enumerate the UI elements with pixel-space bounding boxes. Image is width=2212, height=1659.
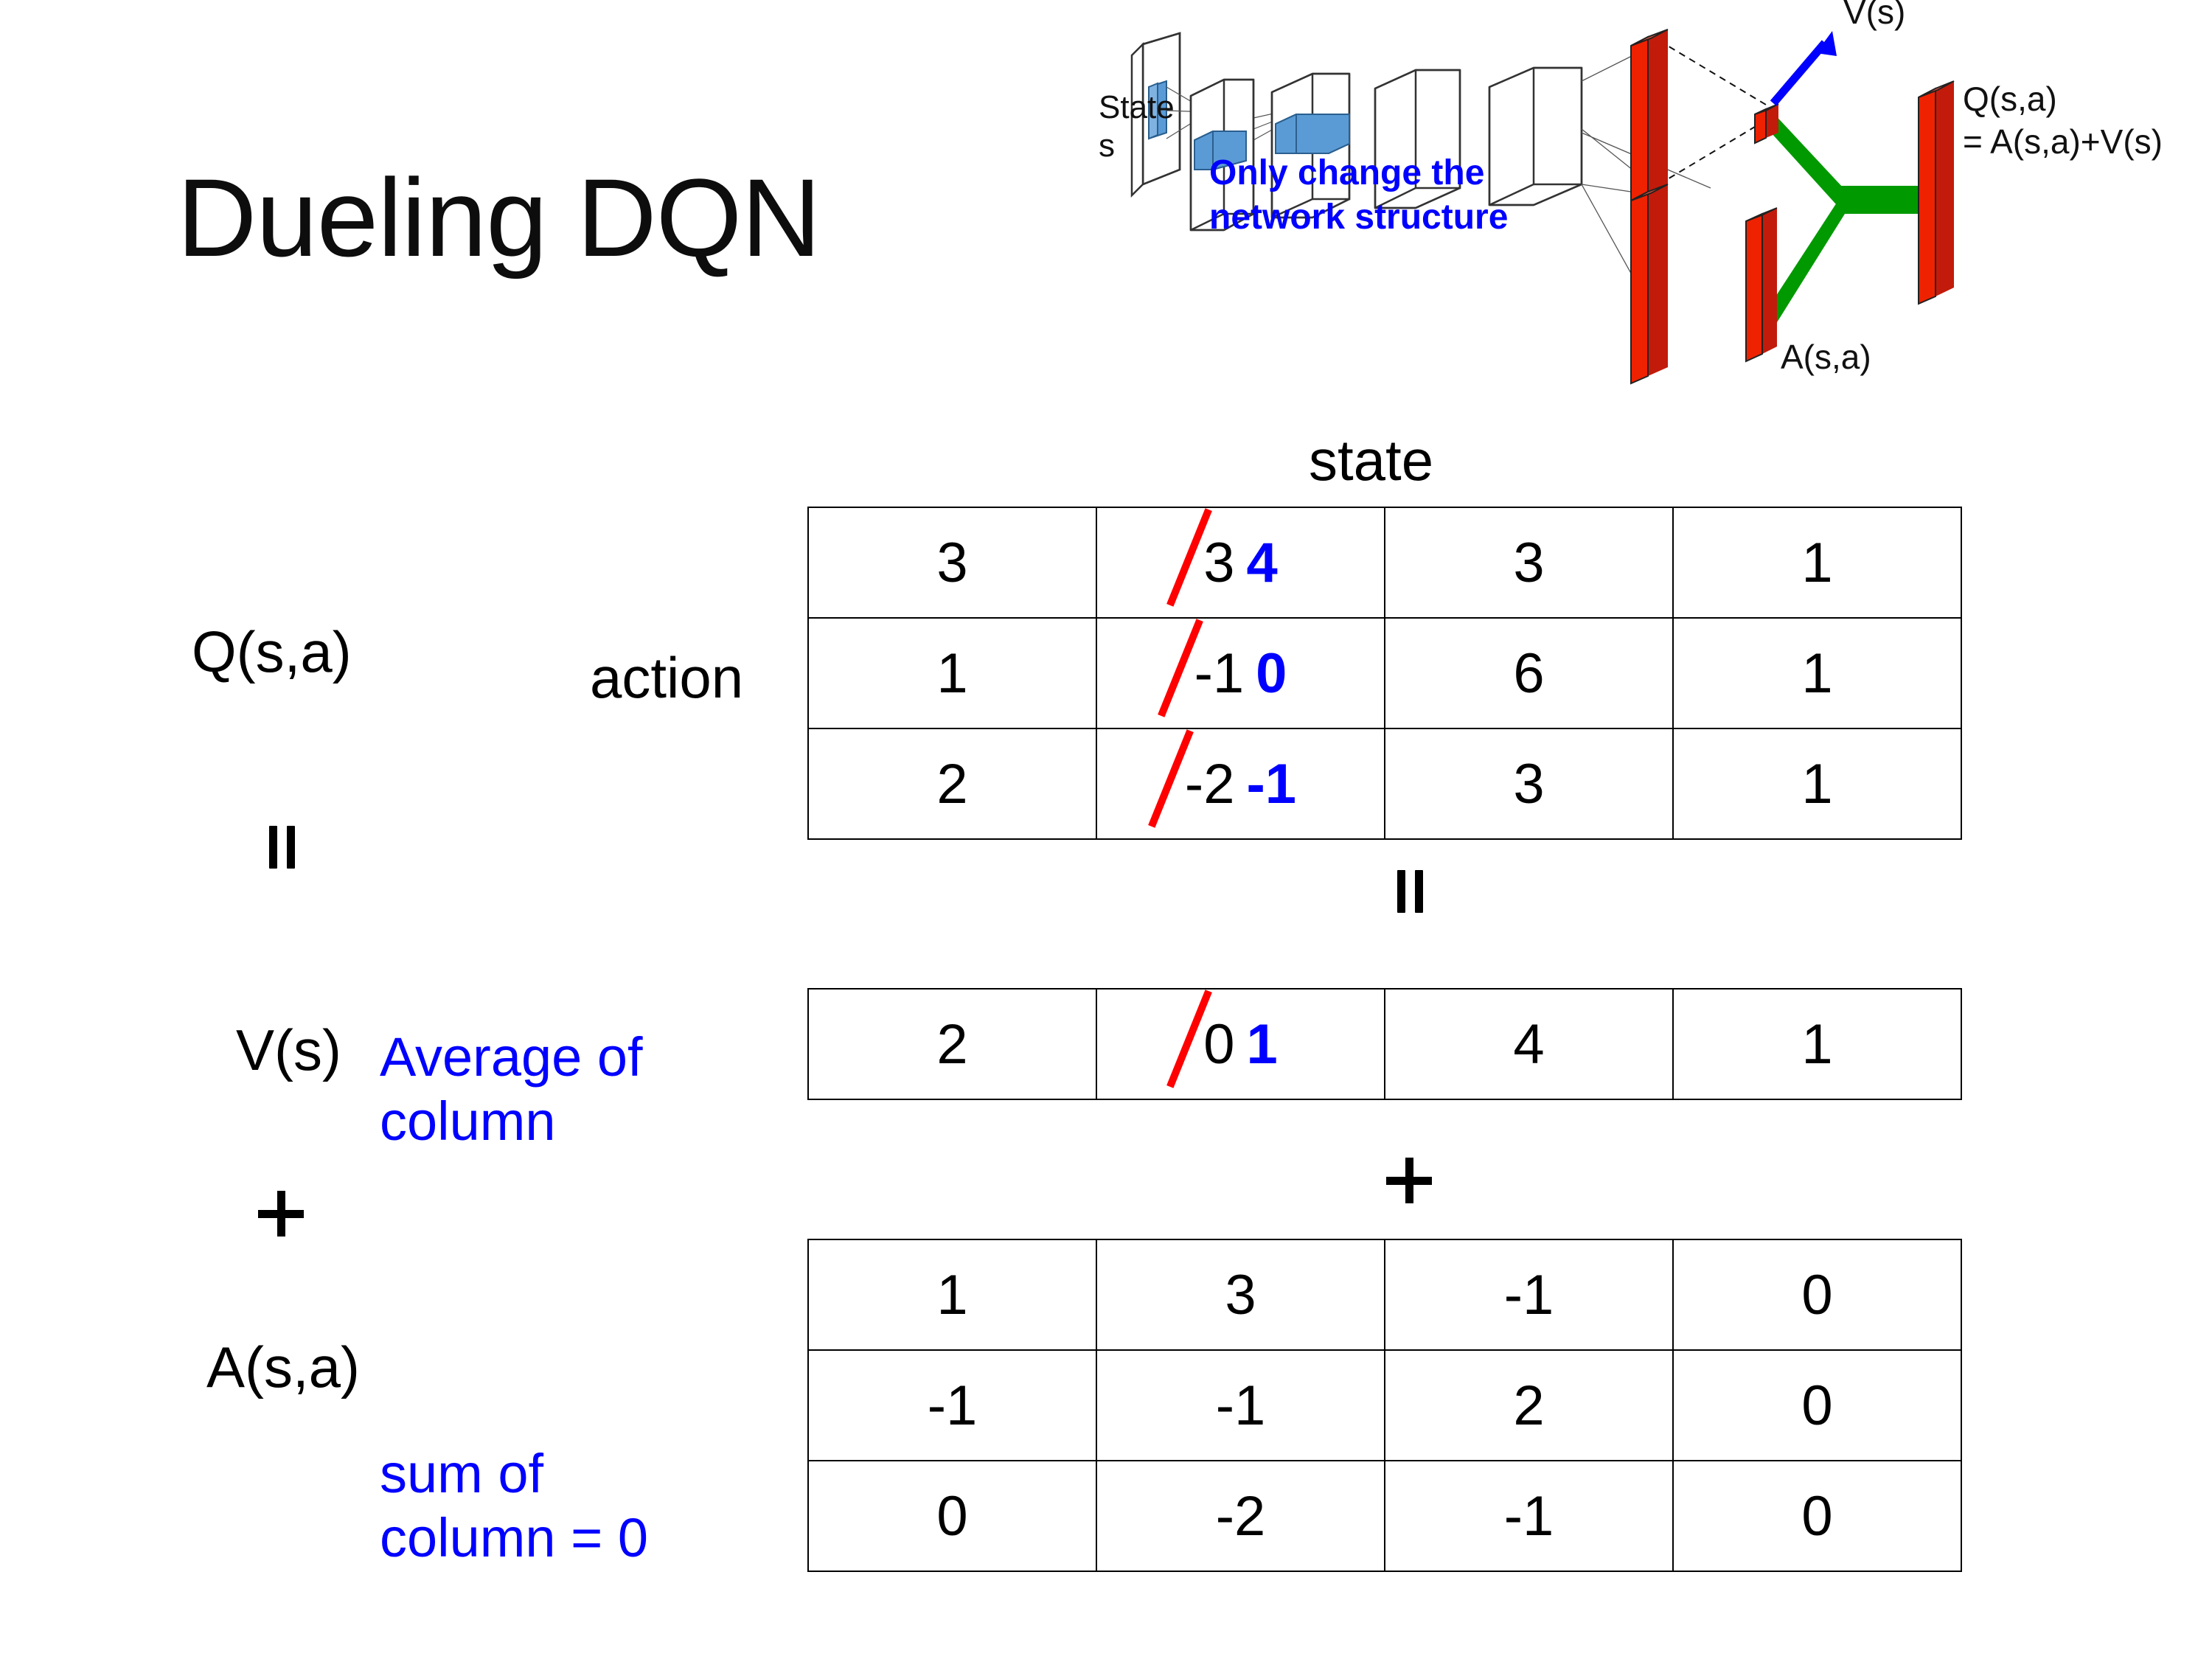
v-cell-c1: 0 1 <box>1096 988 1385 1100</box>
action-axis-label: action <box>590 645 744 710</box>
state-axis-label: state <box>1309 428 1434 493</box>
cell-value: 3 <box>1513 531 1545 594</box>
table-row: 2 0 1 4 1 <box>807 988 1962 1100</box>
a-cell-r0c3: 0 <box>1672 1239 1962 1351</box>
cell-value: -2 <box>1215 1484 1266 1548</box>
a-cell-r1c3: 0 <box>1672 1349 1962 1461</box>
a-cell-r2c0: 0 <box>807 1460 1097 1572</box>
equals-sign-center <box>1390 870 1431 913</box>
cell-value: 1 <box>1801 641 1833 705</box>
new-value: 1 <box>1246 1012 1278 1076</box>
cell-value: 3 <box>1225 1263 1256 1326</box>
cell-value: 1 <box>936 1263 968 1326</box>
a-cell-r1c2: 2 <box>1384 1349 1674 1461</box>
v-cell-c0: 2 <box>807 988 1097 1100</box>
q-cell-r2c1: -2 -1 <box>1096 728 1385 840</box>
table-row: 3 3 4 3 1 <box>807 507 1962 619</box>
diagram-note-line2: network structure <box>1209 198 1508 237</box>
equals-sign-left <box>262 826 303 869</box>
cell-value: 6 <box>1513 641 1545 705</box>
cell-value: 0 <box>1801 1263 1833 1326</box>
a-cell-r2c3: 0 <box>1672 1460 1962 1572</box>
a-function-label: A(s,a) <box>206 1335 361 1399</box>
q-cell-r0c0: 3 <box>807 507 1097 619</box>
cell-value: 2 <box>936 1012 968 1076</box>
a-cell-r2c2: -1 <box>1384 1460 1674 1572</box>
diagram-value-label: V(s) <box>1843 0 1905 31</box>
old-value: 0 <box>1203 1012 1235 1076</box>
corrected-cell: -1 0 <box>1194 641 1287 706</box>
v-cell-c3: 1 <box>1672 988 1962 1100</box>
cell-value: 2 <box>1513 1374 1545 1437</box>
cell-value: 0 <box>1801 1374 1833 1437</box>
cell-value: 1 <box>1801 752 1833 815</box>
cell-value: -1 <box>1503 1484 1554 1548</box>
table-row: 1 -1 0 6 1 <box>807 617 1962 729</box>
dueling-network-diagram: V(s) A(s,a) Q(s,a) = A(s,a)+V(s) State s… <box>1099 0 2212 413</box>
q-cell-r0c2: 3 <box>1384 507 1674 619</box>
sum-of-column-note: sum of column = 0 <box>380 1441 648 1571</box>
average-note-line1: Average of <box>380 1026 643 1088</box>
cell-value: 1 <box>936 641 968 705</box>
a-cell-r2c1: -2 <box>1096 1460 1385 1572</box>
average-of-column-note: Average of column <box>380 1025 643 1154</box>
new-value: -1 <box>1246 752 1297 815</box>
q-function-label: Q(s,a) <box>192 619 352 684</box>
table-row: -1 -1 2 0 <box>807 1349 1962 1461</box>
diagram-state-label-1: State <box>1099 89 1175 125</box>
a-cell-r0c2: -1 <box>1384 1239 1674 1351</box>
a-cell-r1c0: -1 <box>807 1349 1097 1461</box>
advantage-value-table: 1 3 -1 0 -1 -1 2 0 0 -2 -1 0 <box>807 1239 1962 1572</box>
diagram-note-line1: Only change the <box>1209 153 1484 192</box>
corrected-cell: 3 4 <box>1203 531 1278 595</box>
q-cell-r1c2: 6 <box>1384 617 1674 729</box>
page-title: Dueling DQN <box>177 156 821 279</box>
diagram-advantage-label: A(s,a) <box>1781 338 1871 376</box>
cell-value: 1 <box>1801 1012 1833 1076</box>
corrected-cell: -2 -1 <box>1185 752 1296 816</box>
q-cell-r0c1: 3 4 <box>1096 507 1385 619</box>
q-cell-r1c0: 1 <box>807 617 1097 729</box>
v-value-table: 2 0 1 4 1 <box>807 988 1962 1100</box>
cell-value: 2 <box>936 752 968 815</box>
new-value: 0 <box>1256 641 1287 705</box>
table-row: 0 -2 -1 0 <box>807 1460 1962 1572</box>
q-value-table: 3 3 4 3 1 1 -1 0 6 1 2 -2 -1 3 1 <box>807 507 1962 840</box>
diagram-state-label-2: s <box>1099 128 1115 164</box>
cell-value: 0 <box>936 1484 968 1548</box>
table-row: 1 3 -1 0 <box>807 1239 1962 1351</box>
q-cell-r2c2: 3 <box>1384 728 1674 840</box>
table-row: 2 -2 -1 3 1 <box>807 728 1962 840</box>
old-value: -2 <box>1184 752 1235 815</box>
corrected-cell: 0 1 <box>1203 1012 1278 1077</box>
q-cell-r2c0: 2 <box>807 728 1097 840</box>
q-cell-r2c3: 1 <box>1672 728 1962 840</box>
plus-sign-left <box>258 1191 304 1237</box>
v-cell-c2: 4 <box>1384 988 1674 1100</box>
q-cell-r1c3: 1 <box>1672 617 1962 729</box>
diagram-q-label-2: = A(s,a)+V(s) <box>1963 122 2163 161</box>
cell-value: 1 <box>1801 531 1833 594</box>
average-note-line2: column <box>380 1091 556 1152</box>
cell-value: 3 <box>936 531 968 594</box>
cell-value: 3 <box>1513 752 1545 815</box>
cell-value: 0 <box>1801 1484 1833 1548</box>
plus-sign-center <box>1386 1158 1432 1203</box>
a-cell-r0c0: 1 <box>807 1239 1097 1351</box>
new-value: 4 <box>1246 531 1278 594</box>
cell-value: -1 <box>1503 1263 1554 1326</box>
cell-value: 4 <box>1513 1012 1545 1076</box>
cell-value: -1 <box>927 1374 978 1437</box>
a-cell-r1c1: -1 <box>1096 1349 1385 1461</box>
q-cell-r0c3: 1 <box>1672 507 1962 619</box>
v-function-label: V(s) <box>236 1018 341 1082</box>
diagram-q-label-1: Q(s,a) <box>1963 80 2057 118</box>
a-cell-r0c1: 3 <box>1096 1239 1385 1351</box>
old-value: 3 <box>1203 531 1235 594</box>
old-value: -1 <box>1194 641 1245 705</box>
sum-note-line1: sum of <box>380 1443 544 1504</box>
sum-note-line2: column = 0 <box>380 1507 649 1569</box>
q-cell-r1c1: -1 0 <box>1096 617 1385 729</box>
cell-value: -1 <box>1215 1374 1266 1437</box>
